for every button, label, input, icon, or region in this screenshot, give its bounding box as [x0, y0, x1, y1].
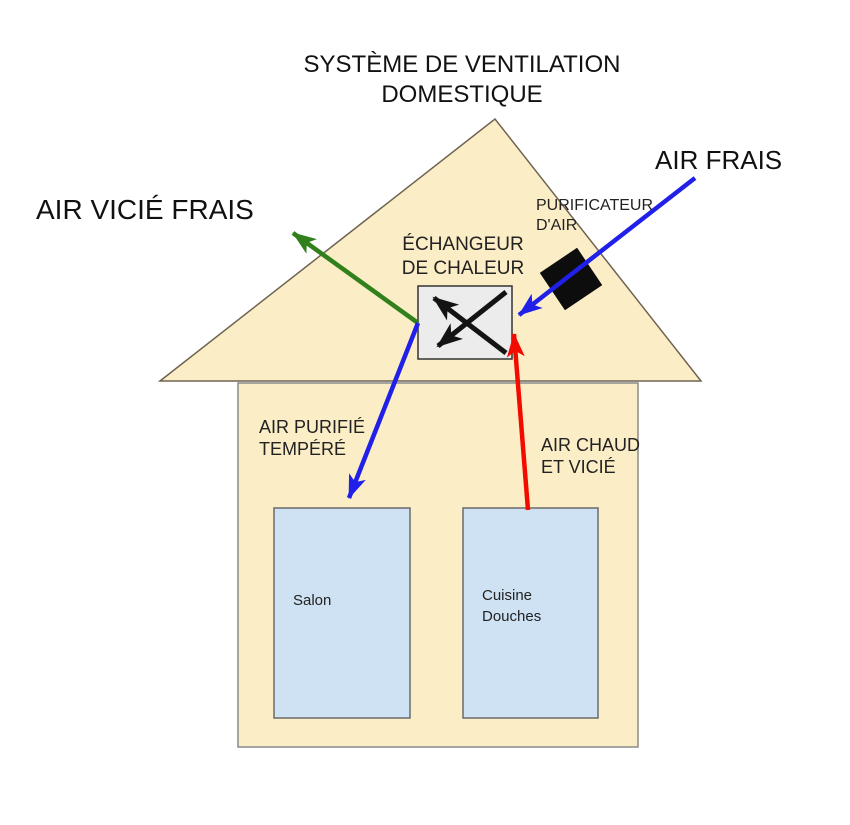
label-air-vicie-frais: AIR VICIÉ FRAIS [36, 194, 254, 225]
room-salon [273, 507, 411, 719]
exchanger-cross-arrow-down [436, 290, 508, 348]
diagram-title-line2: DOMESTIQUE [381, 81, 543, 108]
label-cuisine-line2: Douches [482, 608, 542, 625]
house-roof [157, 117, 703, 382]
label-air-purifie-line2: TEMPÉRÉ [259, 439, 347, 459]
label-echangeur-de-chaleur: ÉCHANGEUR DE CHALEUR [363, 233, 563, 281]
room-cuisine-douches [462, 507, 599, 719]
label-air-frais: AIR FRAIS [655, 145, 783, 175]
exchanger-cross-arrow-up [432, 296, 508, 355]
fresh-air-arrow [517, 176, 697, 317]
label-air-chaud-et-vicie: AIR CHAUD ET VICIÉ [541, 434, 640, 478]
label-cuisine-line1: Cuisine [482, 587, 533, 604]
diagram-title: SYSTÈME DE VENTILATION DOMESTIQUE [212, 50, 712, 110]
label-air-purifie-line1: AIR PURIFIÉ [259, 417, 366, 437]
label-air-chaud-line2: ET VICIÉ [541, 457, 616, 477]
label-air-purifie-tempere: AIR PURIFIÉ TEMPÉRÉ [259, 416, 365, 460]
purified-air-arrow [346, 322, 421, 499]
label-purificateur-line2: D'AIR [536, 217, 578, 234]
exhaust-air-arrow [291, 231, 420, 325]
diagram-title-line1: SYSTÈME DE VENTILATION [303, 51, 621, 78]
label-air-chaud-line1: AIR CHAUD [541, 435, 641, 455]
label-purificateur-line1: PURIFICATEUR [536, 197, 654, 214]
label-echangeur-line2: DE CHALEUR [401, 258, 525, 279]
label-room-cuisine-douches: Cuisine Douches [482, 585, 541, 627]
label-room-salon: Salon [293, 592, 332, 609]
label-echangeur-line1: ÉCHANGEUR [402, 234, 524, 255]
warm-stale-air-arrow [506, 333, 531, 511]
label-purificateur-air: PURIFICATEUR D'AIR [536, 196, 653, 236]
